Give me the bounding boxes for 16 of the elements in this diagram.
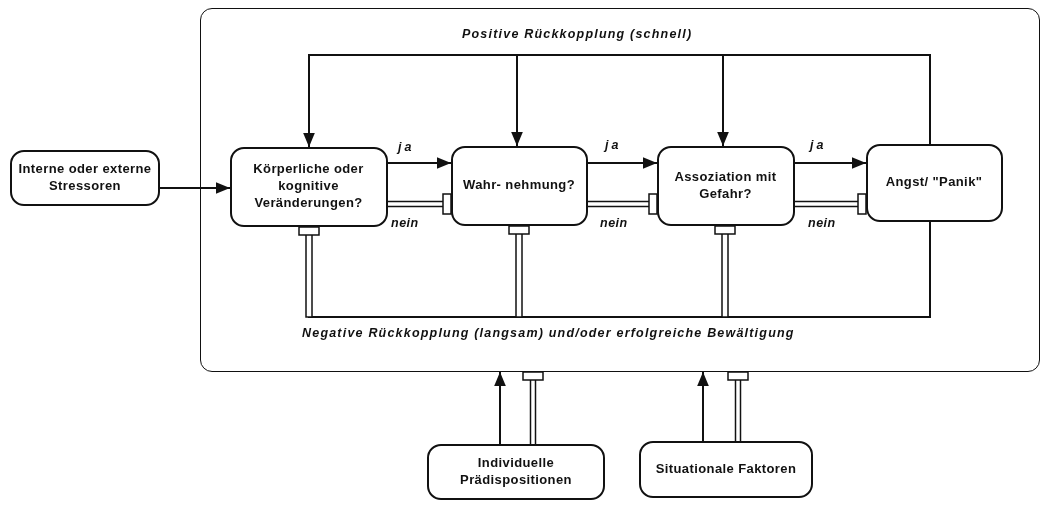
outer-frame — [200, 8, 1040, 372]
process-box: Assoziation mit Gefahr? — [656, 145, 795, 226]
process-box: Situationale Faktoren — [639, 441, 813, 498]
edge-label: ja — [810, 138, 827, 153]
edge-label: ja — [398, 140, 415, 155]
process-box: Wahr- nehmung? — [450, 145, 588, 226]
process-box: Individuelle Prädispositionen — [427, 444, 605, 500]
edge-label: nein — [391, 216, 419, 231]
edge-label: ja — [605, 138, 622, 153]
feedback-label: Negative Rückkopplung (langsam) und/oder erfolgreiche Bewältigung — [302, 326, 795, 341]
feedback-label: Positive Rückkopplung (schnell) — [462, 27, 693, 42]
process-box: Körperliche oder kognitive Veränderungen? — [229, 146, 388, 227]
process-box: Angst/ "Panik" — [865, 143, 1003, 222]
process-box: Interne oder externe Stressoren — [10, 150, 160, 206]
edge-label: nein — [808, 216, 836, 231]
edge-label: nein — [600, 216, 628, 231]
